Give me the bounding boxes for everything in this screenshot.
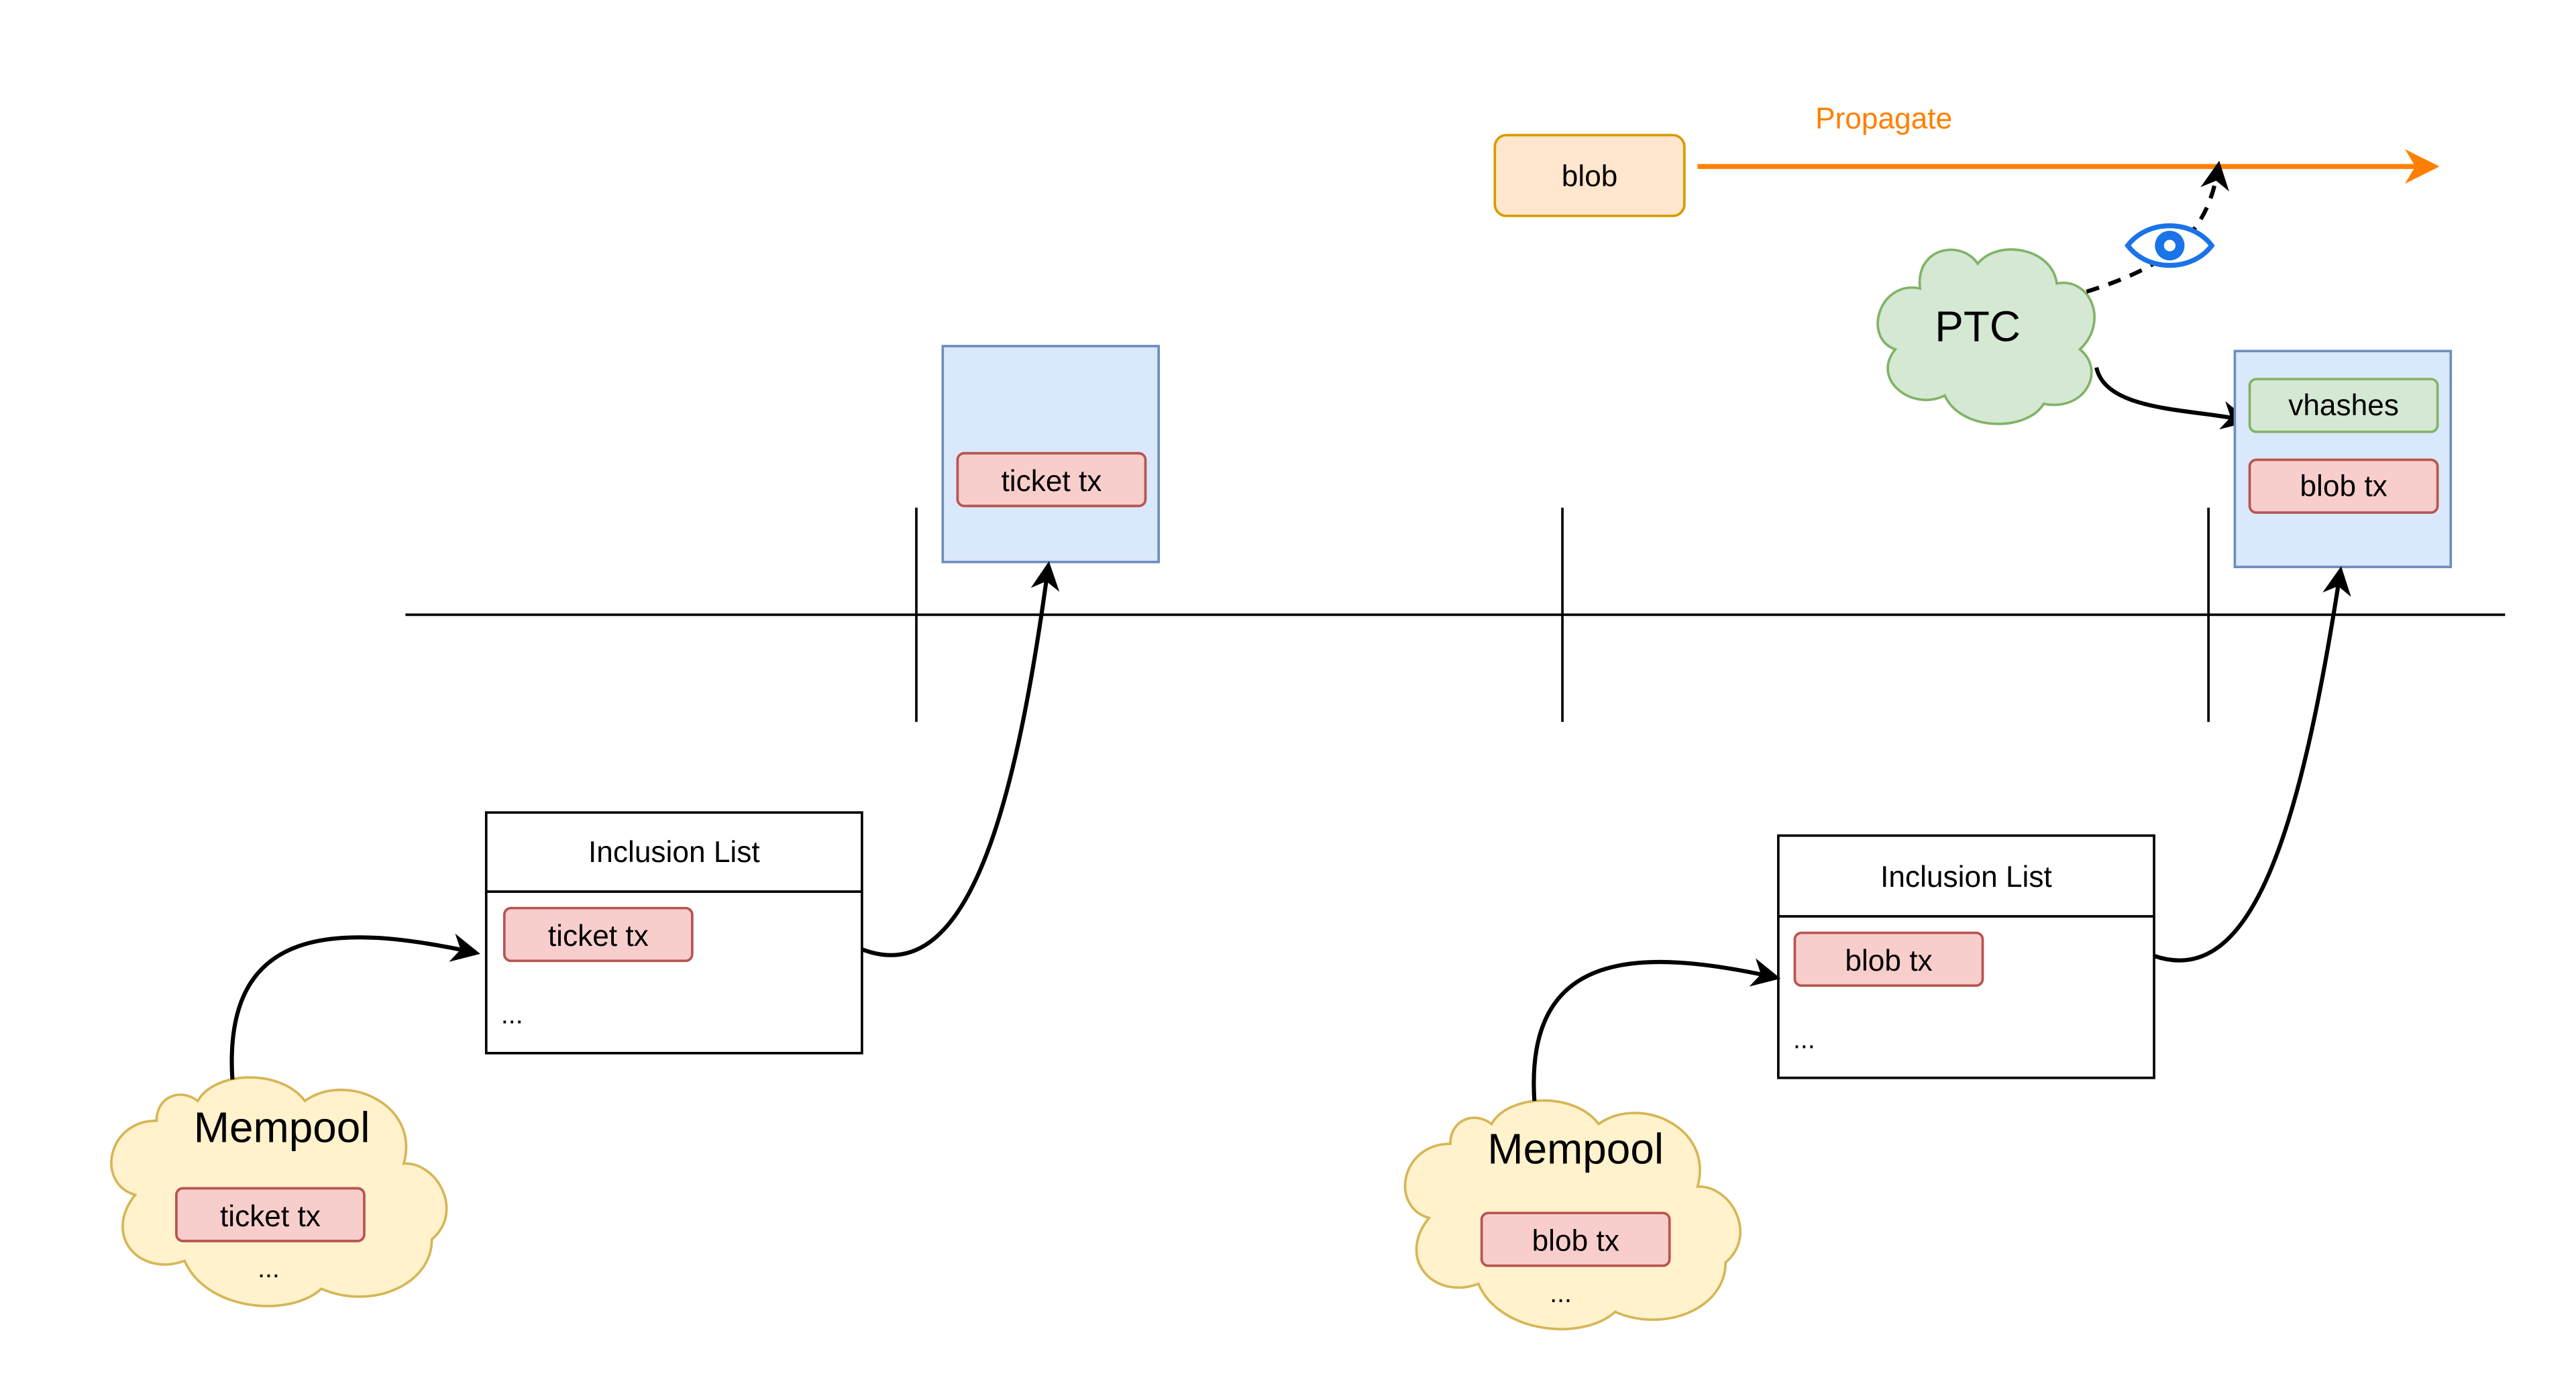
mempool-2-blob-tx-label: blob tx bbox=[1532, 1225, 1619, 1258]
block-2-blob-tx: blob tx bbox=[2248, 458, 2439, 514]
mempool-1-title: Mempool bbox=[194, 1104, 370, 1152]
inclusion-list-1: Inclusion List ticket tx ... bbox=[484, 811, 863, 1055]
inclusion-list-2-more: ... bbox=[1793, 1025, 1815, 1055]
ptc-cloud: PTC bbox=[1876, 248, 2096, 425]
block-2-blob-tx-label: blob tx bbox=[2300, 470, 2387, 502]
mempool-2-blob-tx: blob tx bbox=[1480, 1212, 1671, 1267]
mempool-2-more: ... bbox=[1550, 1279, 1572, 1308]
inclusion-list-2-blob-tx: blob tx bbox=[1793, 931, 1984, 987]
mempool-2-to-inclusion-list-arrow bbox=[1532, 958, 1781, 1102]
block-1-ticket-tx-label: ticket tx bbox=[1002, 465, 1102, 498]
blob-box[interactable]: blob bbox=[1493, 133, 1686, 217]
mempool-1-more: ... bbox=[258, 1254, 280, 1283]
block-2: vhashes blob tx bbox=[2233, 350, 2453, 568]
mempool-1-cloud: Mempool ticket tx ... bbox=[110, 1076, 448, 1307]
inclusion-list-2-blob-tx-label: blob tx bbox=[1845, 945, 1932, 977]
mempool-1-ticket-tx: ticket tx bbox=[175, 1187, 366, 1242]
block-2-vhashes: vhashes bbox=[2248, 378, 2439, 433]
inclusion-list-1-more: ... bbox=[501, 1000, 523, 1030]
mempool-2-cloud: Mempool blob tx ... bbox=[1403, 1099, 1742, 1331]
propagate-label: Propagate bbox=[1815, 103, 1952, 136]
ptc-label: PTC bbox=[1935, 303, 2021, 351]
inclusion-list-2: Inclusion List blob tx ... bbox=[1777, 834, 2155, 1079]
inclusion-list-1-title: Inclusion List bbox=[588, 836, 760, 869]
inclusion-list-2-to-block-2-arrow bbox=[2153, 566, 2351, 963]
mempool-2-title: Mempool bbox=[1487, 1125, 1664, 1173]
ptc-to-vhashes-arrow bbox=[2094, 367, 2251, 430]
mempool-1-to-inclusion-list-arrow bbox=[229, 933, 480, 1080]
inclusion-list-1-ticket-tx: ticket tx bbox=[502, 906, 694, 963]
blob-label: blob bbox=[1562, 160, 1618, 193]
eye-icon bbox=[2125, 223, 2215, 268]
inclusion-list-1-to-block-1-arrow bbox=[861, 561, 1060, 957]
block-2-vhashes-label: vhashes bbox=[2288, 389, 2399, 422]
inclusion-list-2-title: Inclusion List bbox=[1880, 861, 2052, 894]
block-1: ticket tx bbox=[941, 345, 1160, 563]
ptc-observe-arrow bbox=[2086, 160, 2229, 294]
mempool-1-ticket-tx-label: ticket tx bbox=[220, 1200, 321, 1233]
block-1-ticket-tx: ticket tx bbox=[956, 451, 1147, 508]
inclusion-list-1-ticket-tx-label: ticket tx bbox=[548, 920, 649, 953]
